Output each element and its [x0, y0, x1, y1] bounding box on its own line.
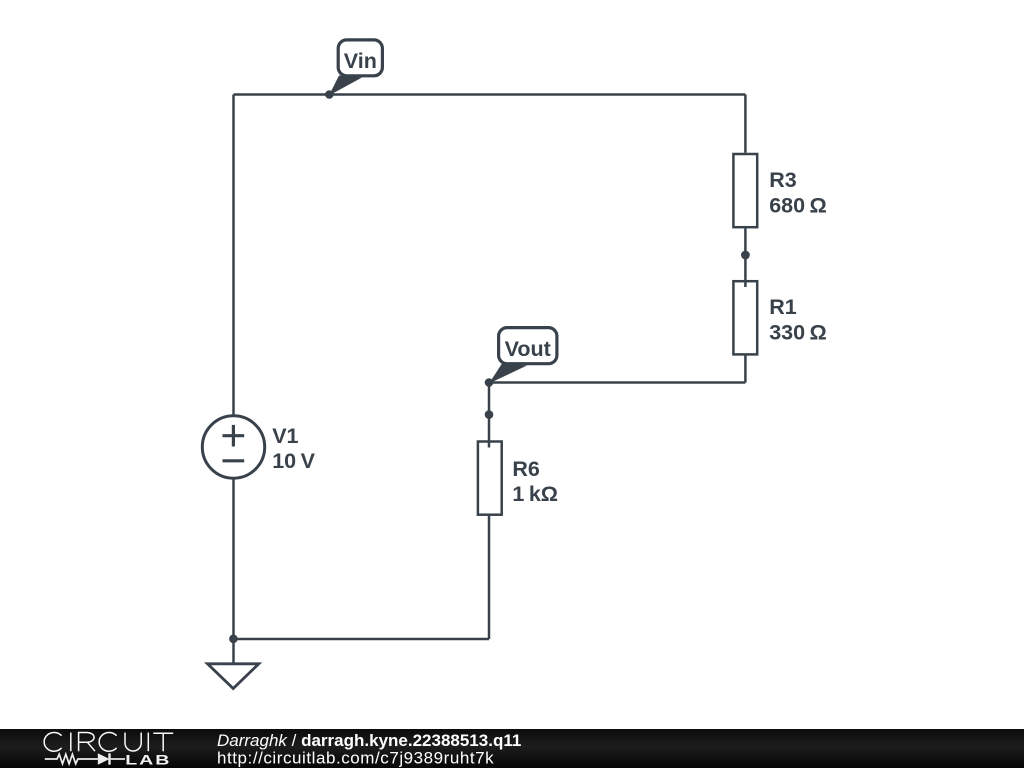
- svg-text:LAB: LAB: [125, 752, 171, 768]
- svg-text:Vin: Vin: [344, 49, 377, 73]
- svg-text:R6: R6: [512, 457, 540, 481]
- svg-text:Darraghk / darragh.kyne.223885: Darraghk / darragh.kyne.22388513.q11: [217, 731, 521, 750]
- svg-text:R3: R3: [769, 168, 797, 192]
- svg-text:Vout: Vout: [505, 337, 551, 361]
- svg-text:http://circuitlab.com/c7j9389r: http://circuitlab.com/c7j9389ruht7k: [217, 748, 494, 767]
- svg-text:10 V: 10 V: [272, 449, 315, 473]
- svg-text:R1: R1: [769, 295, 797, 319]
- svg-text:1 kΩ: 1 kΩ: [512, 482, 558, 506]
- svg-text:680 Ω: 680 Ω: [769, 193, 827, 217]
- svg-text:330 Ω: 330 Ω: [769, 320, 827, 344]
- svg-text:V1: V1: [272, 424, 298, 448]
